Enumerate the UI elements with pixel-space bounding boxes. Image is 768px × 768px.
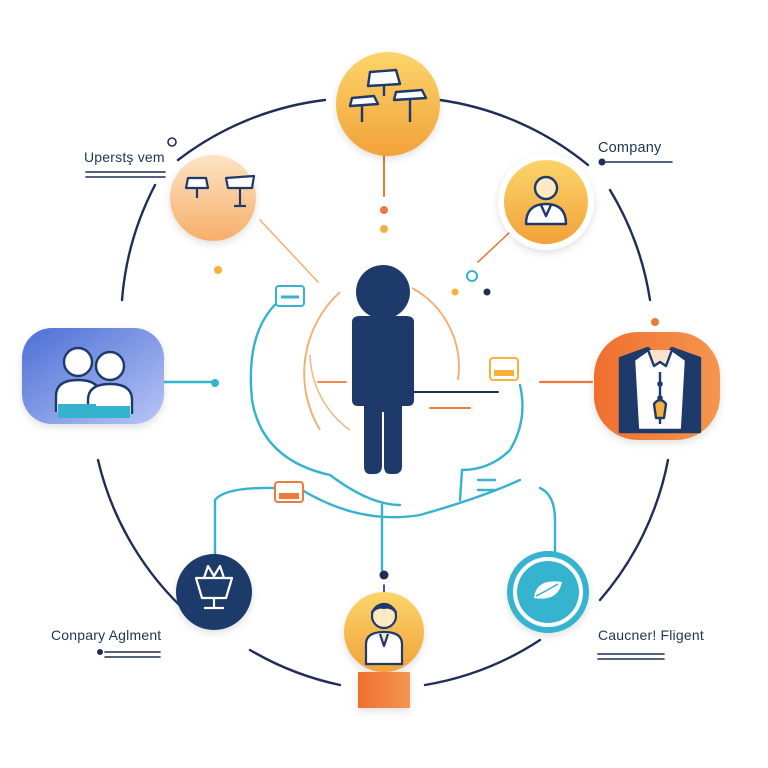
connector-dots [211,158,659,580]
label-underlines [85,161,673,660]
inner-orange-ring [303,291,341,431]
doc-card-left [275,285,305,307]
ceiling-lamps-icon [348,68,428,122]
label-top-left: Uperstş vem [84,149,165,165]
human-figure-icon [352,265,414,474]
label-top-right: Company [598,140,662,156]
inner-orange-ring-right [411,287,460,381]
node-top-left[interactable] [170,155,256,241]
two-people-icon [54,346,134,418]
inner-orange-ring-left [309,354,351,431]
connector-lines [158,298,557,572]
label-markers [97,137,177,655]
label-bottom-right: Caucner! Fligent [598,627,704,643]
person-icon [524,175,568,226]
node-bottom-left[interactable] [176,554,252,630]
lamp-icon [184,174,256,208]
bowl-icon [194,564,234,610]
woman-icon [364,602,404,666]
label-bottom-left: Conpary Aglment [51,627,162,643]
jacket-icon [618,346,702,434]
leaf-icon [534,581,562,599]
doc-card-bottom [274,481,304,503]
outer-ring [96,98,670,687]
node-top-right[interactable] [498,154,594,250]
doc-card-right [489,357,519,381]
node-top[interactable] [336,52,440,156]
